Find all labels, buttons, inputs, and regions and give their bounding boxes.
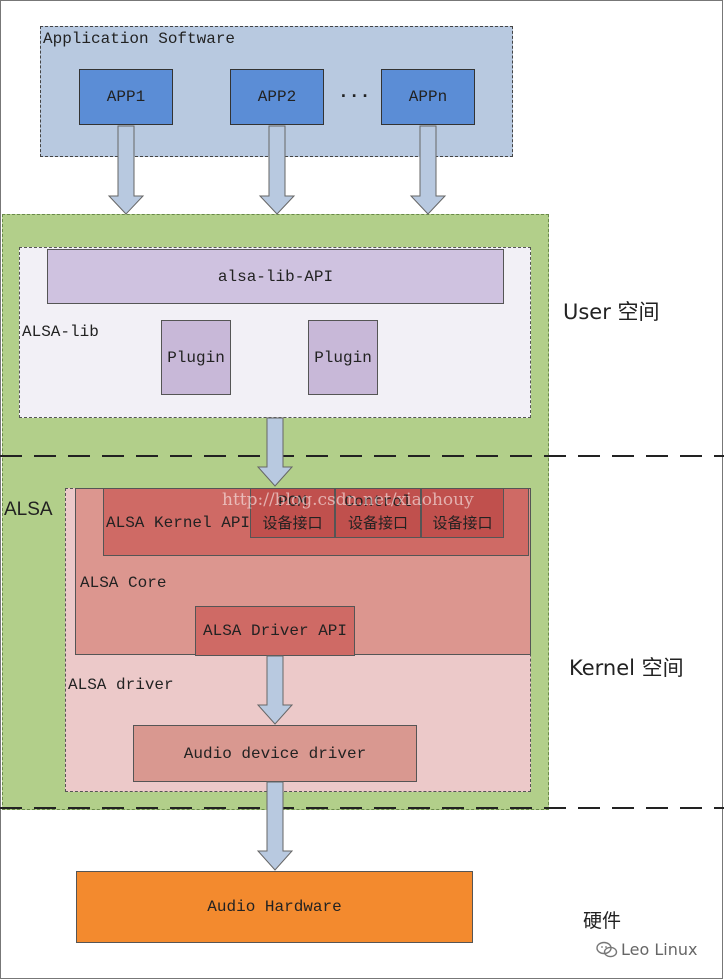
alsa-lib-label: ALSA-lib: [22, 323, 99, 341]
alsa-driver-api-box: ALSA Driver API: [195, 606, 355, 656]
audio-device-driver-label: Audio device driver: [183, 744, 367, 763]
plugin-box-2: Plugin: [308, 320, 378, 395]
alsa-lib-api-label: alsa-lib-API: [217, 267, 334, 286]
audio-device-driver-box: Audio device driver: [133, 725, 417, 782]
arrow-driver-api-down: [256, 655, 294, 725]
alsa-lib-api-bar: alsa-lib-API: [47, 249, 504, 304]
arrow-lib-to-kernel: [256, 417, 294, 487]
appn-label: APPn: [408, 88, 448, 106]
interface-box-2: Control 设备接口: [335, 488, 421, 538]
interface-bottom-3: 设备接口: [432, 514, 493, 532]
app1-label: APP1: [106, 88, 146, 106]
alsa-label: ALSA: [4, 499, 53, 520]
user-space-label: User 空间: [563, 300, 660, 324]
interface-bottom-1: 设备接口: [262, 514, 323, 532]
interface-bottom-2: 设备接口: [347, 514, 408, 532]
arrow-app2-down: [258, 125, 296, 215]
alsa-driver-label: ALSA driver: [68, 676, 174, 694]
interface-box-1: PCM 设备接口: [250, 488, 335, 538]
interface-top-2: Control: [344, 493, 412, 511]
alsa-driver-api-label: ALSA Driver API: [202, 622, 348, 640]
wechat-icon: [596, 941, 618, 958]
application-software-label: Application Software: [43, 30, 236, 48]
interface-top-1: PCM: [278, 493, 307, 511]
appn-box: APPn: [381, 69, 475, 125]
alsa-kernel-api-label: ALSA Kernel API: [106, 514, 251, 532]
brand-label: Leo Linux: [621, 940, 698, 959]
arrow-to-hardware: [256, 781, 294, 871]
audio-hardware-box: Audio Hardware: [76, 871, 473, 943]
plugin-box-1: Plugin: [161, 320, 231, 395]
plugin-label-1: Plugin: [167, 348, 225, 367]
watermark-text: http://blog.csdn.net/xiaohouy: [222, 490, 474, 510]
hardware-label: 硬件: [583, 910, 622, 932]
audio-hardware-label: Audio Hardware: [207, 898, 342, 916]
arrow-appn-down: [409, 125, 447, 215]
app2-box: APP2: [230, 69, 324, 125]
plugin-label-2: Plugin: [314, 348, 372, 367]
interface-box-3: 设备接口: [421, 488, 504, 538]
app-ellipsis: ···: [338, 87, 371, 107]
app2-label: APP2: [257, 88, 297, 106]
app1-box: APP1: [79, 69, 173, 125]
kernel-space-label: Kernel 空间: [569, 656, 684, 680]
arrow-app1-down: [107, 125, 145, 215]
alsa-core-label: ALSA Core: [80, 574, 167, 592]
